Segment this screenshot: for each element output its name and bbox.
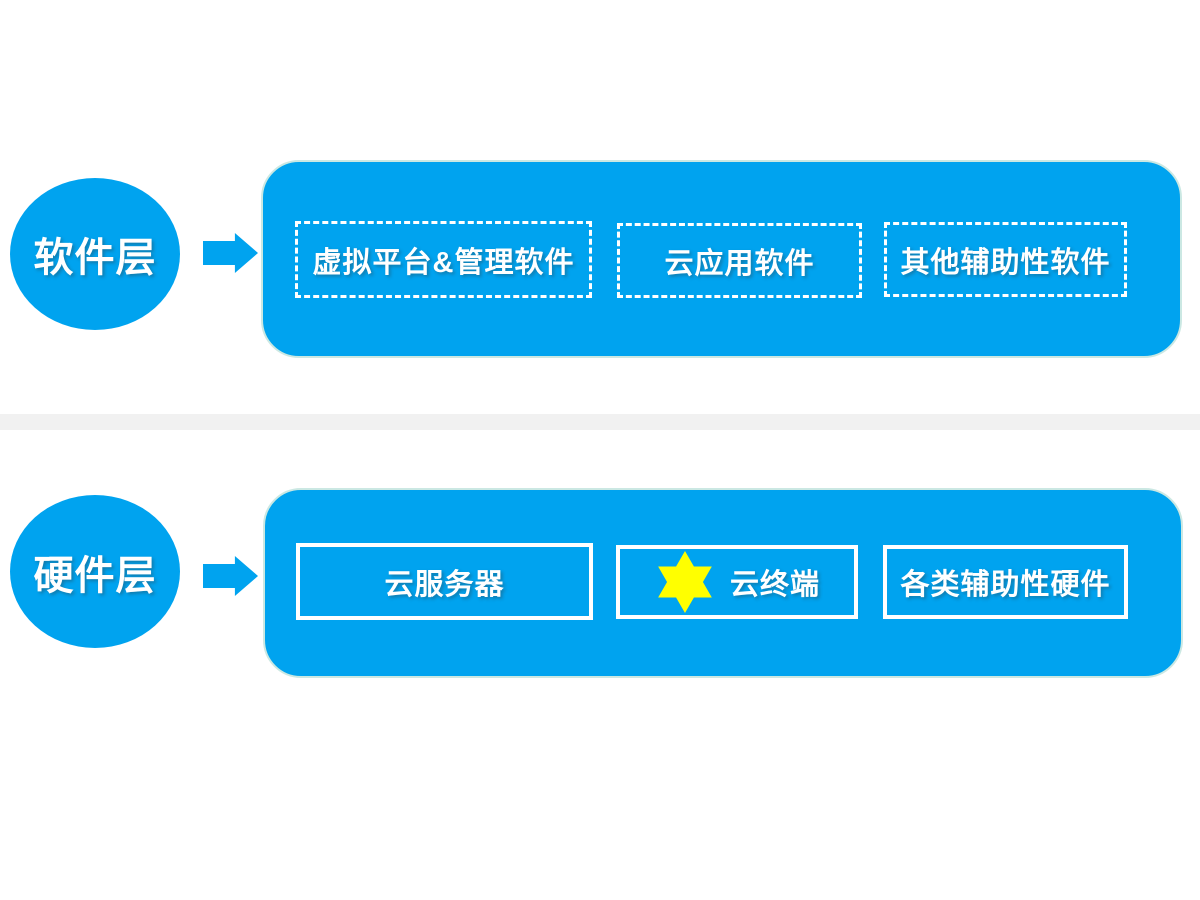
box-label: 各类辅助性硬件 <box>900 569 1111 601</box>
box-various-auxiliary-hardware: 各类辅助性硬件 <box>883 545 1128 619</box>
box-virtual-platform-management-software: 虚拟平台&管理软件 <box>295 221 592 298</box>
hardware-layer-label: 硬件层 <box>33 553 157 598</box>
box-label: 其他辅助性软件 <box>900 246 1111 279</box>
divider-band <box>0 414 1200 430</box>
box-label: 云服务器 <box>384 568 505 601</box>
box-cloud-server: 云服务器 <box>296 543 593 620</box>
box-label: 云应用软件 <box>664 247 815 280</box>
hardware-layer-panel: 云服务器 云终端 各类辅助性硬件 <box>263 488 1183 678</box>
software-layer-panel: 虚拟平台&管理软件 云应用软件 其他辅助性软件 <box>261 160 1182 358</box>
box-other-auxiliary-software: 其他辅助性软件 <box>884 222 1127 297</box>
software-layer-label: 软件层 <box>33 236 157 280</box>
box-label: 虚拟平台&管理软件 <box>312 246 575 279</box>
box-cloud-terminal: 云终端 <box>616 545 858 619</box>
right-arrow-icon <box>203 556 258 596</box>
software-layer-circle: 软件层 <box>10 178 180 330</box>
box-label: 云终端 <box>729 569 820 601</box>
hardware-layer-circle: 硬件层 <box>10 495 180 648</box>
box-cloud-application-software: 云应用软件 <box>617 223 862 298</box>
star-icon <box>658 551 712 613</box>
right-arrow-icon <box>203 233 258 273</box>
